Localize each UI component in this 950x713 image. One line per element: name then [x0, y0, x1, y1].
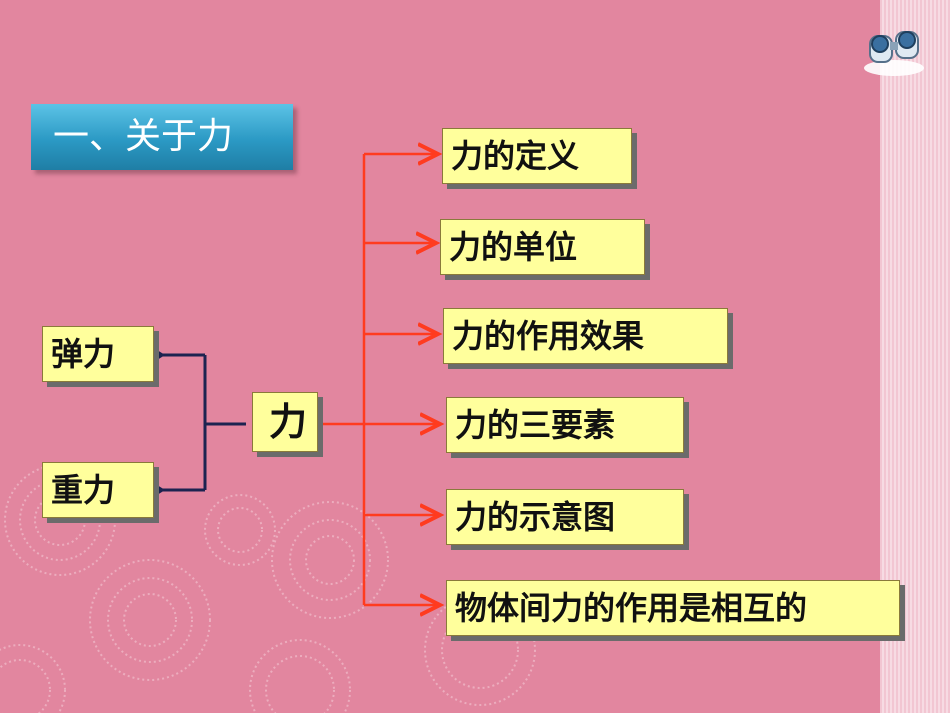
right-node-definition: 力的定义 [442, 128, 632, 184]
right-node-diagram: 力的示意图 [446, 489, 684, 545]
right-node-effect: 力的作用效果 [443, 308, 728, 364]
left-node-elastic-force: 弹力 [42, 326, 154, 382]
right-node-three-elements: 力的三要素 [446, 397, 684, 453]
left-node-gravity: 重力 [42, 462, 154, 518]
section-title: 一、关于力 [31, 104, 293, 170]
binoculars-icon [864, 31, 924, 76]
right-node-unit: 力的单位 [440, 219, 645, 275]
center-node: 力 [252, 392, 318, 452]
right-node-mutual-action: 物体间力的作用是相互的 [446, 580, 900, 636]
